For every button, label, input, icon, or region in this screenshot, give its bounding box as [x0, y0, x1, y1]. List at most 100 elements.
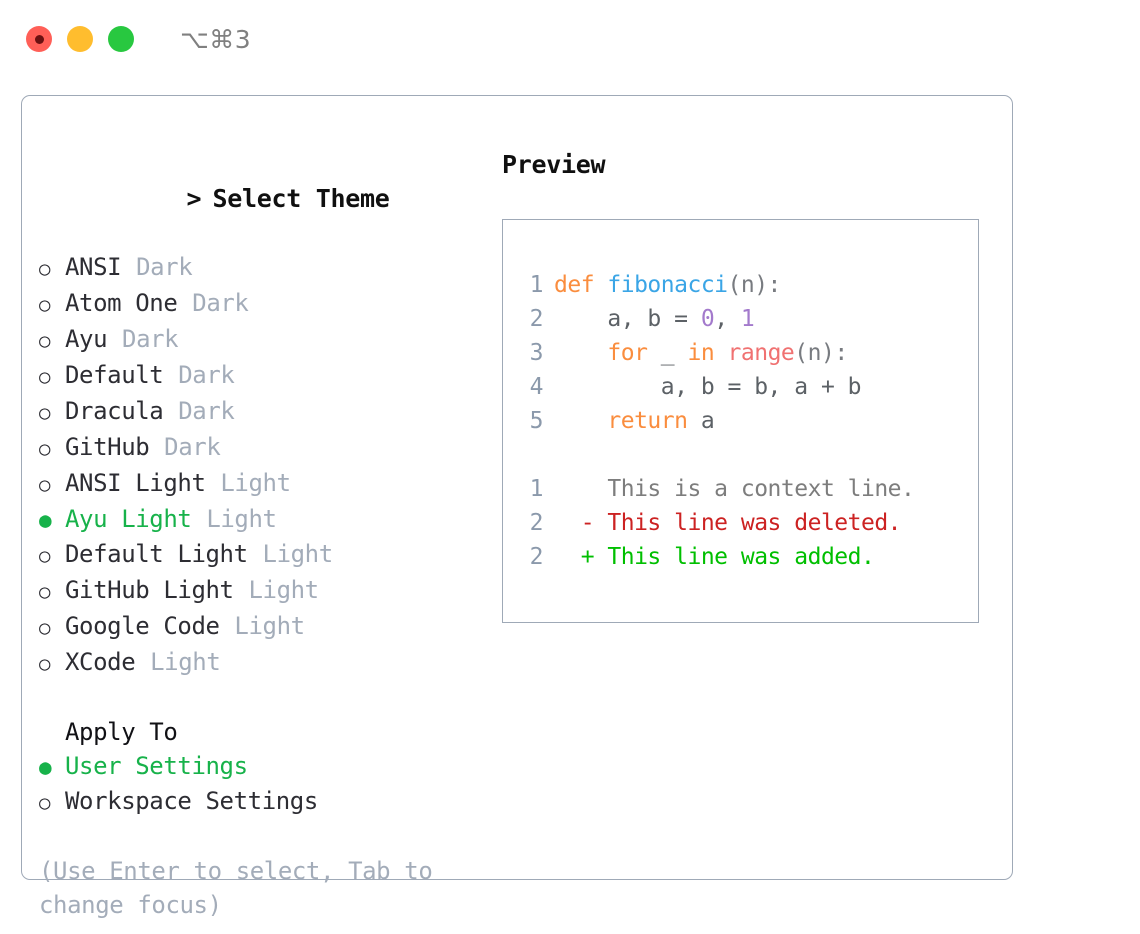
theme-option-atom-one[interactable]: ○ Atom One Dark: [39, 286, 487, 322]
theme-option-ansi[interactable]: ○ ANSI Dark: [39, 250, 487, 286]
line-number: 1: [529, 476, 544, 502]
theme-option-label: Google Code: [65, 612, 220, 640]
keyboard-shortcut-label: ⌥⌘3: [180, 24, 252, 54]
apply-to-options-list[interactable]: ● User Settings ○ Workspace Settings: [39, 749, 487, 820]
diff-line-content: This line was deleted.: [594, 510, 902, 536]
theme-option-variant: Light: [220, 469, 291, 497]
apply-to-option-label: Workspace Settings: [65, 787, 318, 815]
diff-line-content: This is a context line.: [594, 476, 915, 502]
line-number: 1: [529, 272, 544, 298]
radio-unselected-icon: ○: [39, 294, 51, 316]
radio-unselected-icon: ○: [39, 438, 51, 460]
theme-option-dracula[interactable]: ○ Dracula Dark: [39, 394, 487, 430]
line-number: 2: [529, 544, 544, 570]
theme-option-variant: Light: [248, 576, 319, 604]
diff-line-content: This line was added.: [594, 544, 875, 570]
theme-option-variant: Dark: [136, 253, 193, 281]
code-line-content: def fibonacci(n):: [554, 268, 781, 302]
diff-line: 2 + This line was added.: [521, 540, 978, 574]
radio-unselected-icon: ○: [39, 402, 51, 424]
diff-marker: +: [554, 544, 595, 570]
diff-line: 2 - This line was deleted.: [521, 506, 978, 540]
code-token: _: [647, 340, 688, 366]
code-token: (n):: [794, 340, 848, 366]
theme-option-label: Default Light: [65, 540, 248, 568]
apply-to-option-user-settings[interactable]: ● User Settings: [39, 749, 487, 784]
line-number: 5: [529, 408, 544, 434]
code-token: [554, 340, 607, 366]
keyboard-hint-text: (Use Enter to select, Tab to change focu…: [39, 857, 433, 919]
radio-unselected-icon: ○: [39, 258, 51, 280]
theme-option-variant: Dark: [178, 361, 235, 389]
radio-unselected-icon: ○: [39, 330, 51, 352]
radio-unselected-icon: ○: [39, 617, 51, 639]
close-button[interactable]: [26, 26, 52, 52]
theme-option-label: Atom One: [65, 289, 178, 317]
radio-unselected-icon: ○: [39, 474, 51, 496]
select-theme-heading-label: Select Theme: [212, 184, 390, 213]
radio-selected-icon: ●: [39, 508, 52, 532]
apply-to-option-workspace-settings[interactable]: ○ Workspace Settings: [39, 784, 487, 820]
diff-marker: [554, 472, 594, 506]
theme-option-ayu-light[interactable]: ● Ayu Light Light: [39, 502, 487, 537]
theme-option-label: Default: [65, 361, 164, 389]
line-number: 3: [529, 340, 544, 366]
code-token: for: [607, 340, 648, 366]
theme-option-variant: Light: [150, 648, 221, 676]
theme-option-variant: Dark: [178, 397, 235, 425]
radio-unselected-icon: ○: [39, 545, 51, 567]
diff-line: 1 This is a context line.: [521, 472, 978, 506]
theme-option-label: Ayu Light: [65, 505, 192, 533]
code-token: a, b = b, a + b: [554, 374, 862, 400]
theme-option-github[interactable]: ○ GitHub Dark: [39, 430, 487, 466]
theme-option-label: GitHub: [65, 433, 150, 461]
code-line-content: return a: [554, 404, 714, 438]
code-token: a: [687, 408, 715, 434]
line-number: 4: [529, 374, 544, 400]
theme-option-variant: Light: [206, 505, 277, 533]
code-token: [714, 340, 727, 366]
code-token: def: [554, 272, 608, 298]
caret-icon: >: [186, 184, 202, 213]
code-line-content: a, b = b, a + b: [554, 370, 862, 404]
theme-option-variant: Dark: [122, 325, 179, 353]
code-token: 0: [700, 306, 715, 332]
code-token: range: [727, 340, 795, 366]
radio-selected-icon: ●: [39, 755, 52, 779]
window-controls: [26, 26, 134, 52]
theme-option-google-code[interactable]: ○ Google Code Light: [39, 609, 487, 645]
titlebar: ⌥⌘3: [0, 0, 1140, 78]
code-line-content: a, b = 0, 1: [554, 302, 754, 336]
apply-to-option-label: User Settings: [65, 752, 248, 780]
theme-option-label: ANSI: [65, 253, 122, 281]
code-line-content: for _ in range(n):: [554, 336, 848, 370]
code-line: 3 for _ in range(n):: [521, 336, 978, 370]
minimize-button[interactable]: [67, 26, 93, 52]
apply-to-indent: [39, 715, 65, 749]
diff-marker: -: [554, 510, 595, 536]
theme-option-variant: Dark: [192, 289, 249, 317]
code-token: (n):: [727, 272, 782, 298]
theme-option-variant: Dark: [164, 433, 221, 461]
radio-unselected-icon: ○: [39, 792, 51, 814]
code-line: 2 a, b = 0, 1: [521, 302, 978, 336]
code-token: ,: [714, 306, 741, 332]
apply-to-heading: Apply To: [39, 715, 487, 749]
preview-title: Preview: [502, 150, 606, 179]
theme-option-variant: Light: [234, 612, 305, 640]
code-line: 4 a, b = b, a + b: [521, 370, 978, 404]
maximize-button[interactable]: [108, 26, 134, 52]
diff-sample: 1 This is a context line.2 - This line w…: [521, 472, 978, 574]
theme-option-label: Dracula: [65, 397, 164, 425]
code-token: fibonacci: [607, 272, 728, 298]
